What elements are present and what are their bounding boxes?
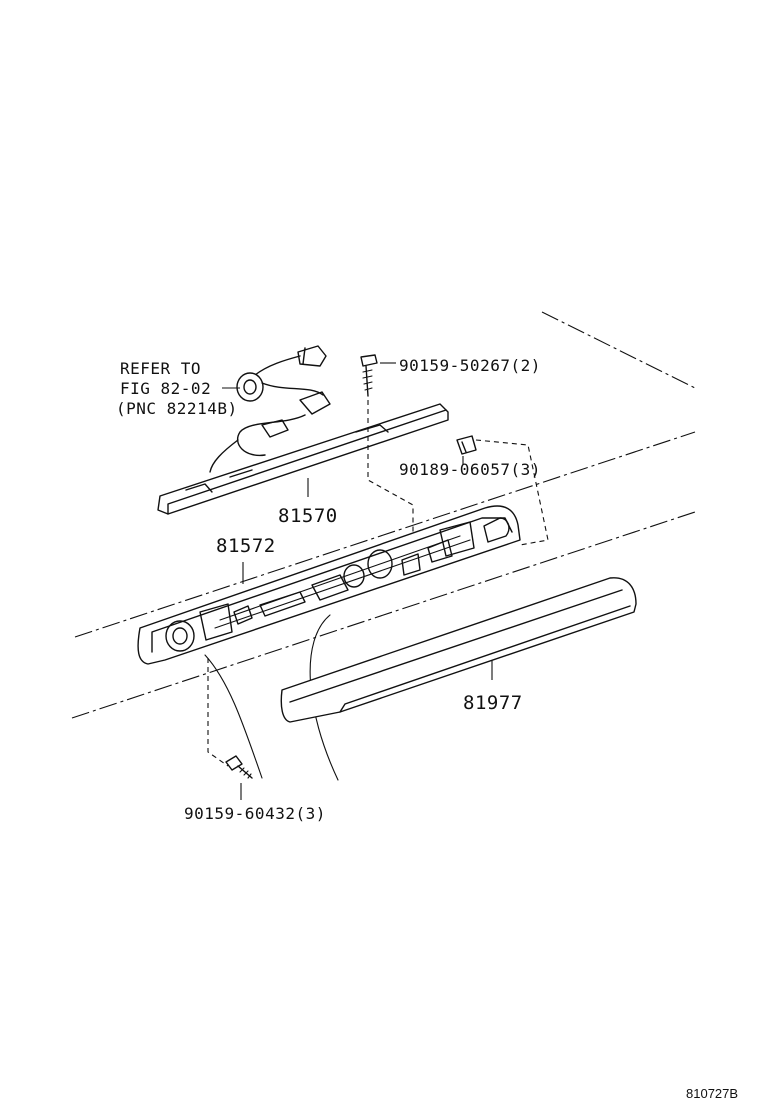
label-90189-06057: 90189-06057(3) — [399, 460, 541, 479]
clip-90189-06057 — [456, 435, 549, 546]
refer-to-line1: REFER TO — [120, 359, 201, 378]
figure-id: 810727B — [686, 1086, 739, 1101]
label-90159-50267: 90159-50267(2) — [399, 356, 541, 375]
label-81977: 81977 — [463, 692, 523, 714]
cover-garnish-81977 — [280, 577, 637, 723]
callout-leaders — [222, 387, 309, 497]
lamp-housing-81572 — [137, 505, 521, 665]
label-81570: 81570 — [278, 505, 338, 527]
socket-wire-assembly — [209, 345, 331, 473]
label-90159-60432: 90159-60432(3) — [184, 804, 326, 823]
bolt-90159-60432 — [207, 658, 253, 800]
refer-to-line2: FIG 82-02 — [120, 379, 211, 398]
body-panel-lines — [71, 311, 696, 719]
refer-to-line3: (PNC 82214B) — [116, 399, 238, 418]
screw-90159-50267 — [360, 354, 414, 555]
lamp-lens-81570 — [157, 403, 449, 515]
label-81572: 81572 — [216, 535, 276, 557]
